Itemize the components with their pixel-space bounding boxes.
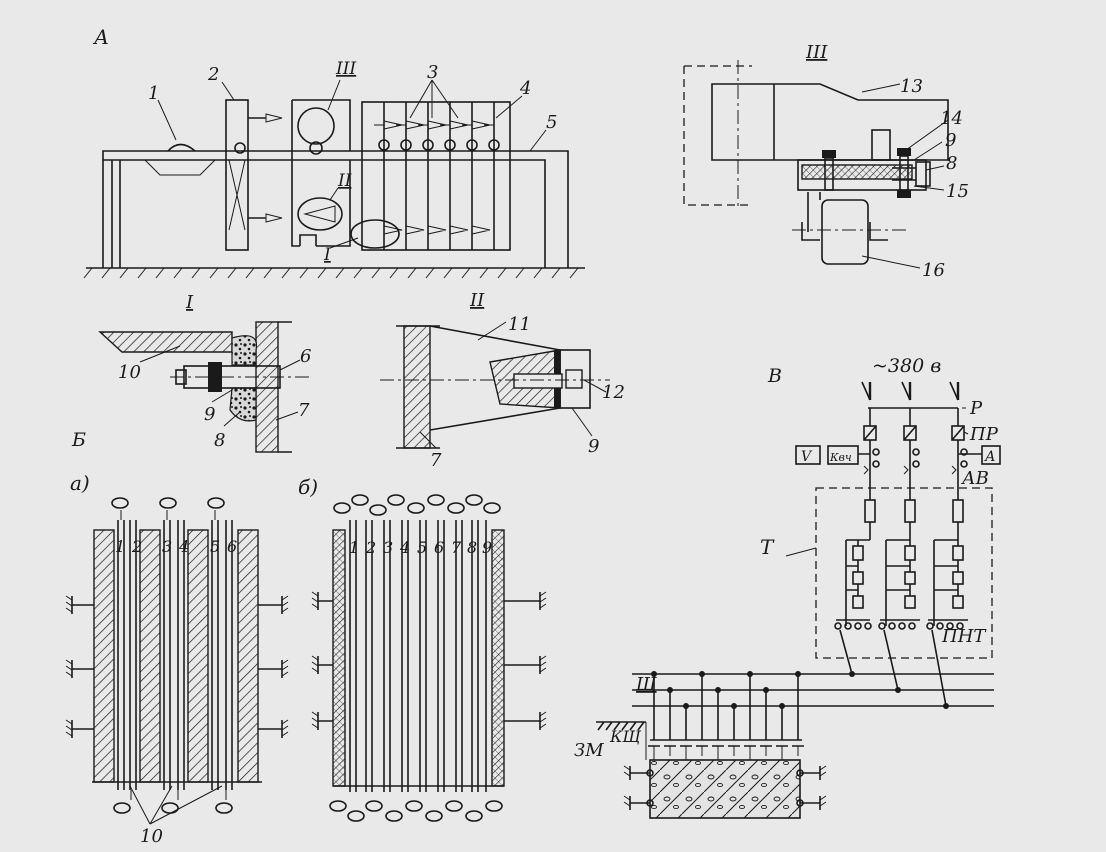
plate-a-6: 6 [227,537,237,556]
plate-a-3: 3 [162,537,172,556]
callout-2: 2 [207,64,219,85]
detail-i: I 10 9 8 6 7 [98,292,312,453]
plate-b-3: 3 [383,538,393,557]
callout-14: 14 [940,108,963,129]
ground-label: ЗМ [574,740,604,761]
sub-label-a: а) [70,471,90,495]
plate-b-2: 2 [365,538,376,557]
callout-7-i: 7 [298,400,310,421]
panel-b-label: Б [71,429,86,451]
transformer-label: Т [760,535,775,559]
fuse-label: ПР [969,424,999,445]
callout-10-i: 10 [118,362,141,383]
voltmeter-label: V [801,449,813,465]
detail-iii-title: III [805,42,828,63]
callout-6: 6 [300,346,311,367]
callout-1: 1 [148,83,159,104]
detail-label-ii-a: II [337,171,352,191]
panel-v-circuit: В ~380 в V Квч А [574,355,1001,819]
plate-b-5: 5 [417,538,427,557]
plate-a-1: 1 [115,537,125,556]
plate-b-8: 8 [467,538,477,557]
switch-label: Р [969,398,983,419]
plate-b-7: 7 [451,538,462,557]
sub-label-b: б) [298,475,318,499]
callout-9-iii: 9 [945,130,956,151]
callout-3: 3 [427,62,438,83]
detail-ii-title: II [469,290,485,311]
detail-i-title: I [185,292,194,313]
panel-a-label: А [92,25,109,49]
contactor-label: КЩ [609,727,641,746]
plate-a-4: 4 [178,537,189,556]
callout-10-b: 10 [140,826,163,847]
callout-9-ii: 9 [588,436,599,457]
callout-8-iii: 8 [946,153,957,174]
callout-4: 4 [519,78,531,99]
callout-15: 15 [946,181,969,202]
detail-label-i-a: I [323,245,331,265]
voltage-label: ~380 в [872,355,941,377]
plate-a-5: 5 [210,537,220,556]
callout-16: 16 [922,260,945,281]
callout-7-ii: 7 [430,450,442,471]
plate-b-4: 4 [399,538,410,557]
plate-b-6: 6 [434,538,444,557]
electrode-stack-a: 1 2 3 4 5 6 10 [65,497,289,847]
callout-13: 13 [900,76,923,97]
detail-label-iii-a: III [335,59,356,79]
callout-8-i: 8 [214,430,225,451]
panel-a-assembly: А [83,25,585,279]
plate-b-9: 9 [482,538,492,557]
tap-switch-label: ПНТ [941,626,987,647]
callout-9-i: 9 [204,404,215,425]
detail-ii: II 11 12 9 7 [380,290,625,471]
plate-b-1: 1 [349,538,359,557]
kwh-meter-label: Квч [829,451,852,464]
panel-v-label: В [767,365,782,387]
callout-5: 5 [546,112,557,133]
callout-11: 11 [508,314,531,335]
electrode-stack-b: 1 2 3 4 5 6 7 8 9 [311,494,547,822]
bus-label: Ш [635,674,657,695]
plate-a-2: 2 [131,537,142,556]
callout-12: 12 [602,382,625,403]
ammeter-label: А [984,449,996,465]
detail-iii: III 13 14 9 8 [683,42,969,281]
panel-b: Б а) б) [65,429,547,847]
breaker-label: АВ [960,468,989,489]
